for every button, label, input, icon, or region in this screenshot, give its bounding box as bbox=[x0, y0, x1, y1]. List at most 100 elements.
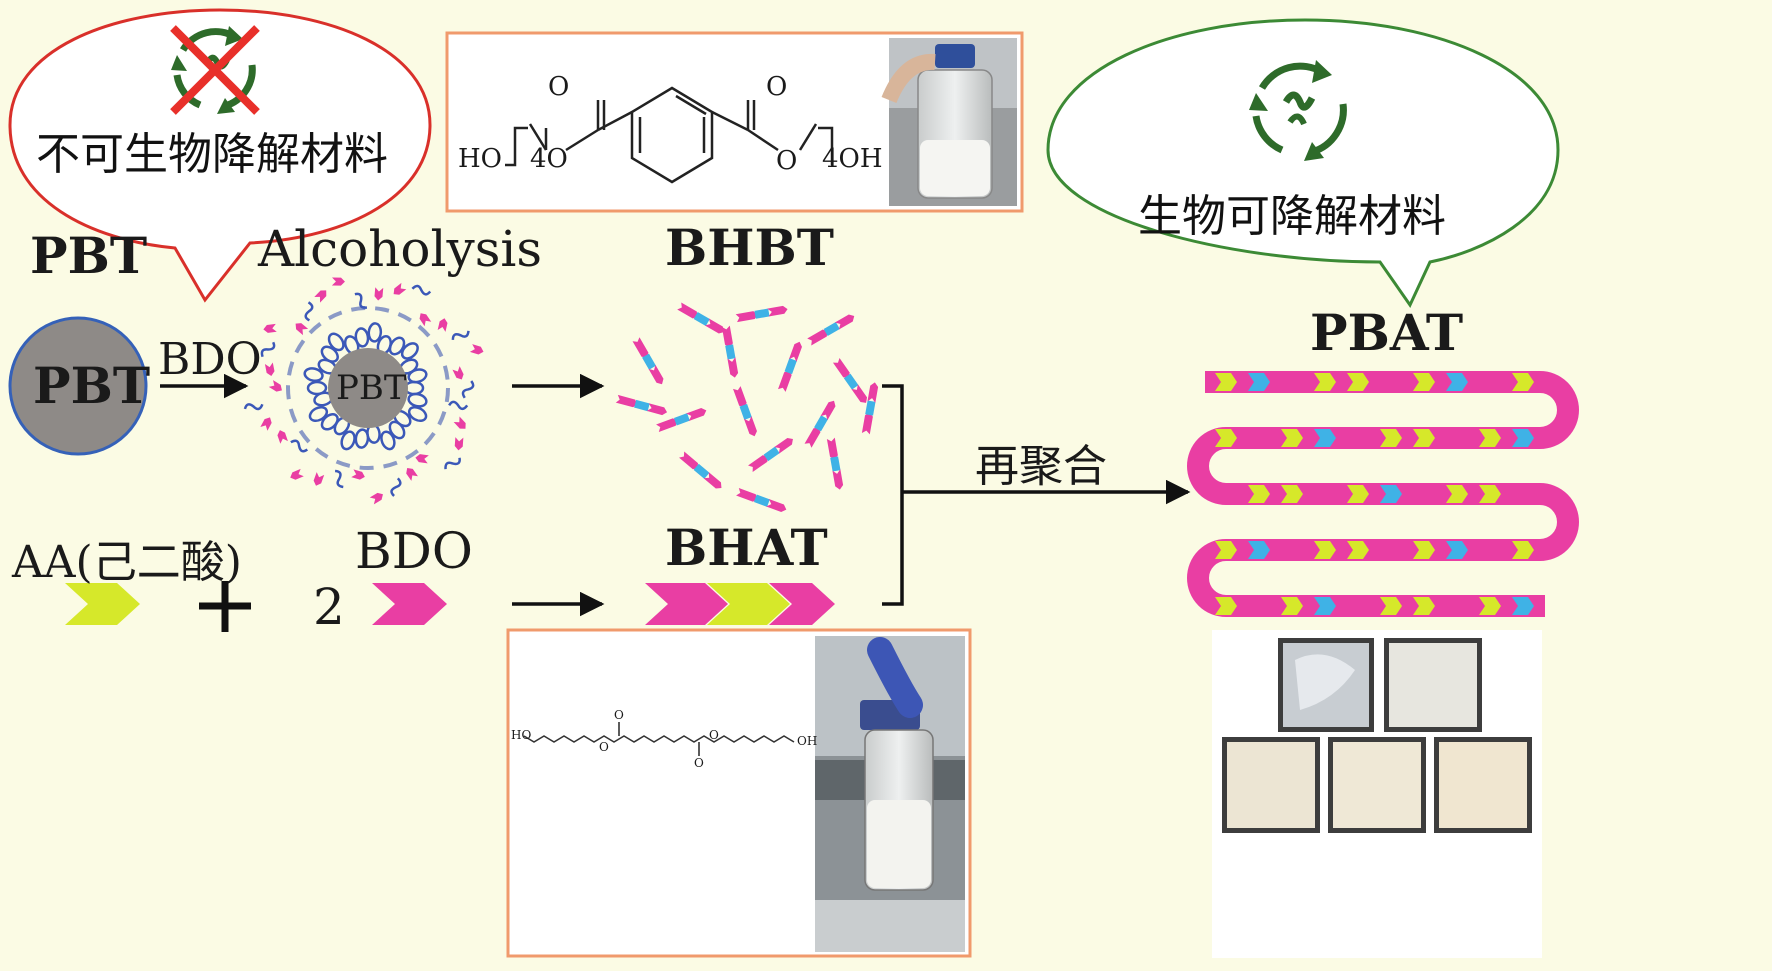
pbat-films-photo bbox=[1212, 630, 1542, 958]
bhbt-photo bbox=[881, 38, 1017, 206]
pbt-title: PBT bbox=[30, 226, 148, 285]
fragment bbox=[437, 318, 448, 332]
plus-sign bbox=[199, 581, 251, 632]
fragment bbox=[444, 457, 461, 470]
pbat-chevron bbox=[1314, 429, 1336, 447]
pbt-circle-label: PBT bbox=[33, 356, 151, 415]
coil-loop bbox=[354, 428, 370, 449]
pbat-chevron bbox=[1248, 485, 1270, 503]
bdo-title: BDO bbox=[355, 522, 473, 580]
pbat-chevron bbox=[1314, 597, 1336, 615]
pbat-chevron bbox=[1248, 373, 1270, 391]
pbat-chevron bbox=[1413, 429, 1435, 447]
fragment bbox=[448, 400, 469, 411]
coefficient-two: 2 bbox=[313, 578, 345, 636]
bhbt-ho: HO bbox=[458, 144, 502, 174]
coil-loop bbox=[327, 332, 345, 352]
pbt-core bbox=[328, 348, 408, 428]
fragment bbox=[295, 323, 309, 336]
coil-loop bbox=[388, 420, 406, 440]
polymer-coil bbox=[303, 322, 428, 451]
bhbt-molecule bbox=[656, 408, 707, 432]
fragment bbox=[314, 290, 327, 303]
fragment bbox=[454, 437, 464, 451]
coil-loop bbox=[320, 345, 339, 363]
fragment bbox=[313, 472, 325, 486]
bhbt-molecule bbox=[632, 337, 664, 385]
coil-loop bbox=[308, 405, 329, 423]
non-degradable-bubble bbox=[8, 8, 432, 303]
bhbt-molecule bbox=[807, 314, 855, 346]
bhbt-o-ester: O bbox=[776, 146, 798, 176]
coil-loop bbox=[306, 380, 328, 396]
pbat-chevron bbox=[1380, 429, 1402, 447]
bhbt-molecule bbox=[778, 341, 802, 392]
pbat-chevron bbox=[1512, 541, 1534, 559]
fragment bbox=[453, 416, 466, 429]
coil-loop bbox=[407, 368, 428, 384]
pbat-chevron bbox=[1347, 541, 1369, 559]
fragment bbox=[411, 284, 432, 296]
bdo-chevron bbox=[372, 583, 447, 625]
bhbt-title: BHBT bbox=[665, 218, 834, 277]
pbat-chevron bbox=[1215, 541, 1237, 559]
fragment bbox=[351, 469, 365, 480]
coil-loop bbox=[380, 430, 396, 451]
coil-loop bbox=[340, 430, 356, 451]
coil-loop bbox=[303, 367, 324, 383]
bhat-o-ester-2: O bbox=[709, 728, 719, 742]
bhat-title: BHAT bbox=[665, 518, 828, 577]
pbat-title: PBAT bbox=[1310, 303, 1464, 362]
bhbt-o-right: O bbox=[766, 72, 788, 102]
pbat-chevron bbox=[1281, 429, 1303, 447]
bhbt-o-left: O bbox=[548, 72, 570, 102]
bhbt-molecule bbox=[826, 437, 844, 490]
bhat-photo bbox=[815, 636, 965, 952]
fragment bbox=[415, 454, 429, 464]
pbat-chevron bbox=[1248, 541, 1270, 559]
pbat-chevron bbox=[1413, 597, 1435, 615]
pbat-chevron bbox=[1314, 373, 1336, 391]
coil-loop bbox=[400, 342, 419, 360]
pbat-chevron bbox=[1215, 373, 1237, 391]
merge-bracket bbox=[882, 384, 904, 606]
coil-loop bbox=[354, 327, 370, 348]
coil-loop bbox=[407, 392, 428, 408]
pbat-chevron bbox=[1479, 429, 1501, 447]
bdo-arrow-label: BDO bbox=[158, 334, 262, 385]
bhbt-molecule bbox=[735, 305, 788, 323]
repolymerize-label: 再聚合 bbox=[975, 441, 1107, 492]
bhbt-molecule bbox=[721, 325, 739, 378]
fragment bbox=[263, 323, 277, 333]
bhbt-structure-panel bbox=[445, 31, 1024, 213]
bhbt-molecule bbox=[615, 394, 668, 416]
bhbt-molecule bbox=[748, 437, 793, 473]
biodegradable-label: 生物可降解材料 bbox=[1138, 191, 1446, 242]
pbat-chevron bbox=[1479, 485, 1501, 503]
aa-chevron bbox=[65, 583, 140, 625]
fragment bbox=[264, 362, 275, 376]
coil-loop bbox=[367, 322, 383, 343]
bhat-chain bbox=[645, 583, 835, 625]
pbat-chevron bbox=[1215, 429, 1237, 447]
aa-label: AA(己二酸) bbox=[12, 537, 242, 588]
pbat-chevron bbox=[1347, 485, 1369, 503]
fragment bbox=[369, 492, 383, 505]
bhat-oh: OH bbox=[797, 734, 818, 748]
pbat-chevron bbox=[1314, 541, 1336, 559]
fragment bbox=[374, 287, 384, 301]
fragment bbox=[260, 341, 276, 358]
alcoholysis-title: Alcoholysis bbox=[258, 220, 543, 278]
coil-loop bbox=[388, 336, 406, 356]
bhat-o-top: O bbox=[614, 708, 624, 722]
pbat-chevron bbox=[1512, 597, 1534, 615]
fragment bbox=[393, 282, 407, 295]
pbat-chevron bbox=[1380, 597, 1402, 615]
bhbt-molecule bbox=[861, 382, 879, 435]
fragment bbox=[290, 439, 309, 453]
pbat-chevron bbox=[1512, 429, 1534, 447]
pbat-chevron bbox=[1281, 597, 1303, 615]
bhat-o-ester-1: O bbox=[599, 740, 609, 754]
bhbt-molecule bbox=[677, 302, 725, 334]
coil-loop bbox=[407, 405, 428, 423]
